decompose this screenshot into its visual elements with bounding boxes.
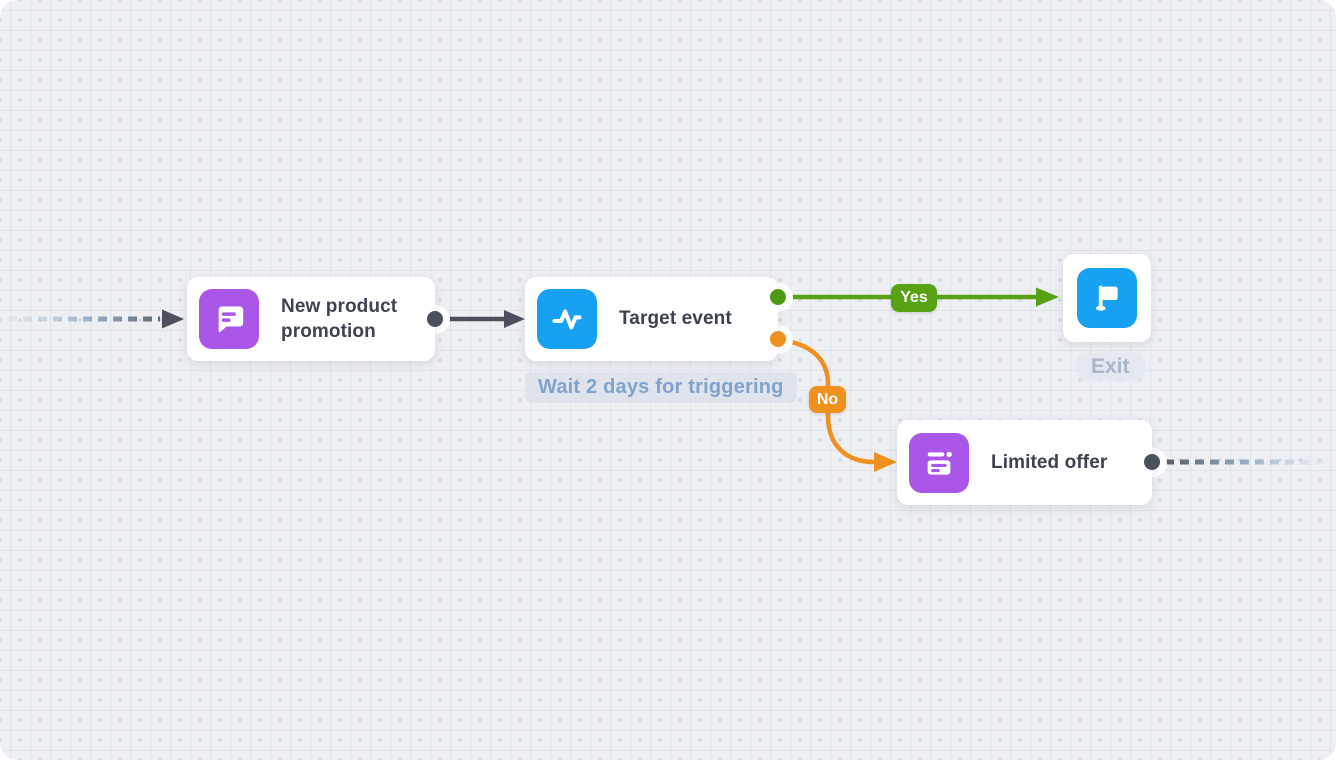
promo-output-port[interactable] [427,311,443,327]
promo-ad-icon [909,432,969,493]
pulse-icon [537,289,597,349]
node-limited-offer[interactable]: Limited offer [897,420,1152,505]
wait-trigger-note: Wait 2 days for triggering [525,372,797,403]
node-new-product-promotion[interactable]: New product promotion [187,277,435,361]
node-exit[interactable] [1063,254,1151,342]
target-yes-port[interactable] [770,289,786,305]
exit-node-label: Exit [1076,353,1145,381]
chat-message-icon [199,289,259,349]
promo-to-target-arrowhead [504,310,525,328]
yes-edge-badge[interactable]: Yes [891,284,937,312]
node-title: Target event [619,308,732,330]
node-title: New product promotion [281,295,398,342]
entry-arrowhead [162,309,184,329]
no-edge-arrowhead [874,452,897,472]
node-target-event[interactable]: Target event [525,277,778,361]
node-title: Limited offer [991,451,1108,473]
flag-icon [1077,268,1137,328]
no-edge-badge[interactable]: No [809,386,846,413]
target-no-port[interactable] [770,331,786,347]
yes-edge-arrowhead [1036,287,1059,307]
offer-output-port[interactable] [1144,454,1160,470]
